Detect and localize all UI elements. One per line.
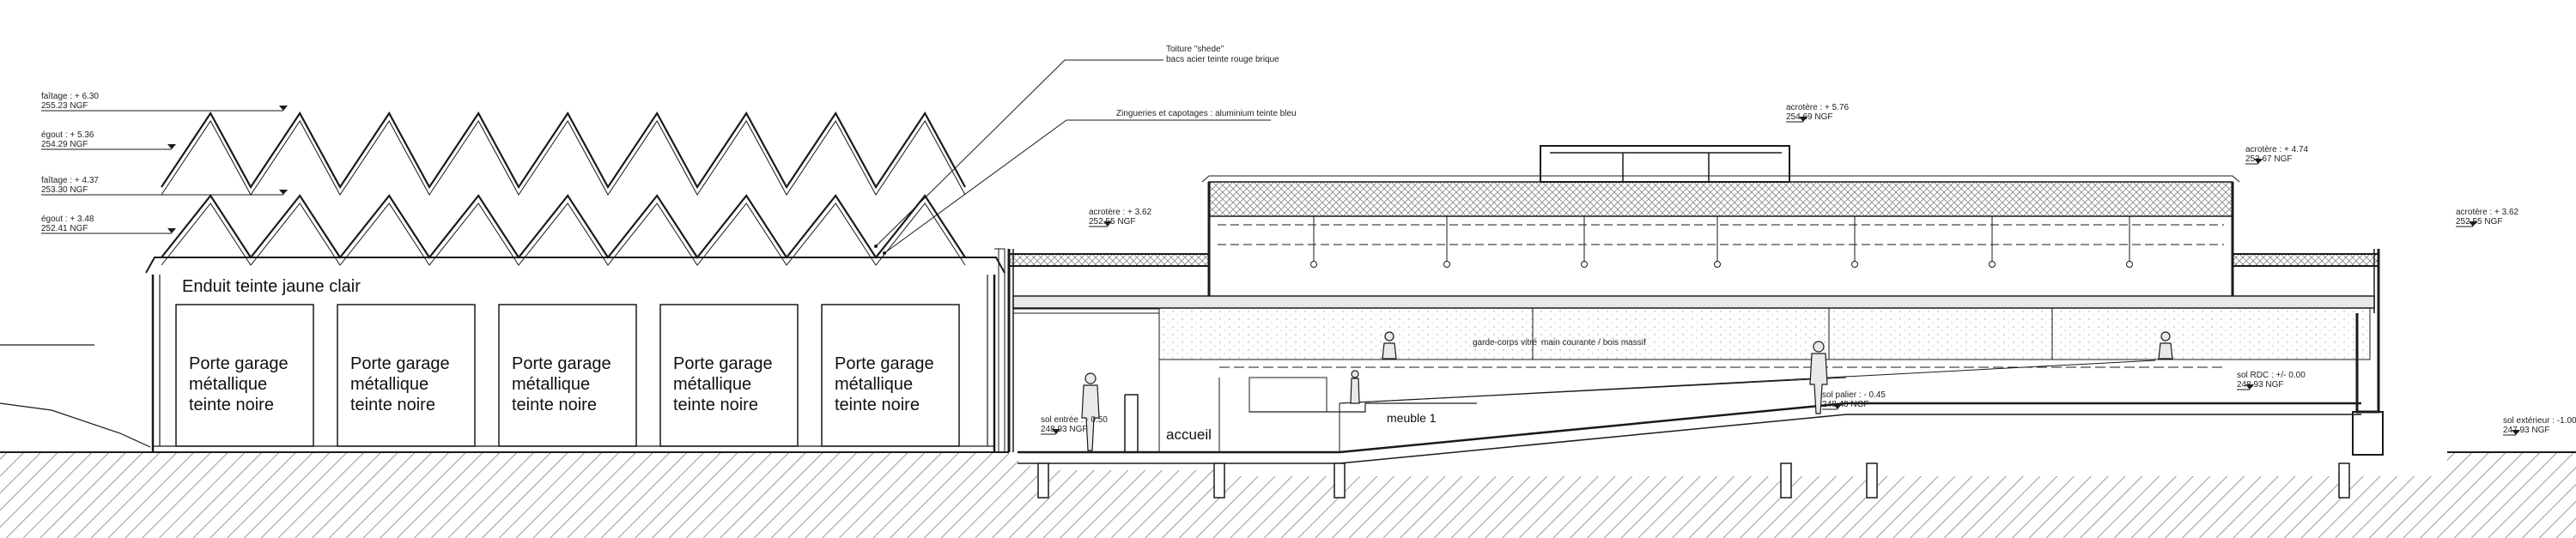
- garage-door-label: teinte noire: [835, 396, 920, 414]
- person-figure: [1081, 372, 1100, 451]
- foundation-pier: [1780, 462, 1792, 499]
- svg-text:255.23 NGF: 255.23 NGF: [41, 101, 88, 111]
- roof-leaders: [874, 59, 1271, 255]
- svg-text:248.93 NGF: 248.93 NGF: [2237, 380, 2283, 390]
- svg-text:sol palier : - 0.45: sol palier : - 0.45: [1822, 390, 1886, 400]
- svg-text:254.69 NGF: 254.69 NGF: [1786, 112, 1832, 122]
- svg-text:faîtage : + 4.37: faîtage : + 4.37: [41, 176, 99, 185]
- garage-door-label: Porte garage: [512, 354, 611, 373]
- garage-door-label: métallique: [835, 375, 913, 394]
- person-figure: [1382, 331, 1397, 360]
- svg-text:acrotère : + 3.62: acrotère : + 3.62: [1089, 208, 1152, 217]
- railing-note-2: main courante / bois massif: [1541, 338, 1646, 348]
- garage-door-label: Porte garage: [189, 354, 289, 373]
- svg-text:sol RDC : +/- 0.00: sol RDC : +/- 0.00: [2237, 371, 2306, 380]
- garage-door-label: Porte garage: [835, 354, 934, 373]
- garage-door: Porte garage métallique teinte noire: [659, 304, 799, 447]
- svg-text:252.55 NGF: 252.55 NGF: [2456, 217, 2502, 227]
- svg-text:253.30 NGF: 253.30 NGF: [41, 185, 88, 195]
- shed-roof: [161, 111, 966, 266]
- garage-door-label: métallique: [350, 375, 428, 394]
- human-figures: [1081, 331, 2173, 451]
- pendant-lamp: [2126, 216, 2133, 268]
- garage-door-label: Porte garage: [350, 354, 450, 373]
- pendant-lamp: [1581, 216, 1588, 268]
- garage-door-label: métallique: [673, 375, 751, 394]
- meuble-label: meuble 1: [1387, 411, 1437, 425]
- garage-door: Porte garage métallique teinte noire: [821, 304, 960, 447]
- svg-text:sol entrée : - 0.50: sol entrée : - 0.50: [1041, 415, 1108, 425]
- pendant-lamp: [1310, 216, 1317, 268]
- accueil-label: accueil: [1166, 426, 1212, 443]
- roof-note-line1: Toiture "shede": [1166, 45, 1224, 54]
- svg-text:252.55 NGF: 252.55 NGF: [1089, 217, 1135, 227]
- svg-text:247.93 NGF: 247.93 NGF: [2503, 426, 2549, 435]
- foundation-pier: [2338, 462, 2350, 499]
- pendant-lamp: [1714, 216, 1721, 268]
- garage-door-label: métallique: [512, 375, 590, 394]
- foundation-pier: [1334, 462, 1346, 499]
- person-figure: [2158, 331, 2173, 360]
- svg-text:acrotère : + 4.74: acrotère : + 4.74: [2245, 145, 2309, 154]
- svg-text:sol extérieur : -1.00: sol extérieur : -1.00: [2503, 416, 2576, 426]
- pendant-lamp: [1851, 216, 1858, 268]
- roof-note-line2: bacs acier teinte rouge brique: [1166, 55, 1279, 64]
- garage-door: Porte garage métallique teinte noire: [498, 304, 637, 447]
- garage-door: Porte garage métallique teinte noire: [175, 304, 314, 447]
- svg-text:248.48 NGF: 248.48 NGF: [1822, 400, 1868, 409]
- svg-text:252.41 NGF: 252.41 NGF: [41, 224, 88, 233]
- person-figure: [1809, 341, 1828, 414]
- garage-door: Porte garage métallique teinte noire: [337, 304, 476, 447]
- svg-text:faîtage : + 6.30: faîtage : + 6.30: [41, 92, 99, 101]
- main-building-section: [1007, 145, 2384, 499]
- garage-door-label: métallique: [189, 375, 267, 394]
- garage-door-label: Porte garage: [673, 354, 773, 373]
- svg-text:248.93 NGF: 248.93 NGF: [1041, 425, 1087, 434]
- garage-door-label: teinte noire: [189, 396, 274, 414]
- pendant-lamp: [1989, 216, 1996, 268]
- foundation-pier: [1213, 462, 1225, 499]
- railing-note-1: garde-corps vitré: [1473, 338, 1537, 348]
- garage-door-label: teinte noire: [673, 396, 758, 414]
- svg-text:254.29 NGF: 254.29 NGF: [41, 140, 88, 149]
- svg-text:acrotère : + 3.62: acrotère : + 3.62: [2456, 208, 2519, 217]
- svg-text:égout : + 3.48: égout : + 3.48: [41, 215, 94, 224]
- zinc-note: Zingueries et capotages : aluminium tein…: [1116, 109, 1297, 118]
- enduit-note: Enduit teinte jaune clair: [182, 277, 361, 296]
- person-figure: [1350, 370, 1360, 404]
- svg-text:253.67 NGF: 253.67 NGF: [2245, 154, 2292, 164]
- garage-door-label: teinte noire: [350, 396, 435, 414]
- foundation-pier: [1037, 462, 1049, 499]
- pendant-lamp: [1443, 216, 1450, 268]
- svg-text:acrotère : + 5.76: acrotère : + 5.76: [1786, 103, 1850, 112]
- ground-hatch: [0, 344, 2576, 538]
- foundation-pier: [1866, 462, 1878, 499]
- svg-text:égout : + 5.36: égout : + 5.36: [41, 130, 94, 140]
- garage-door-label: teinte noire: [512, 396, 597, 414]
